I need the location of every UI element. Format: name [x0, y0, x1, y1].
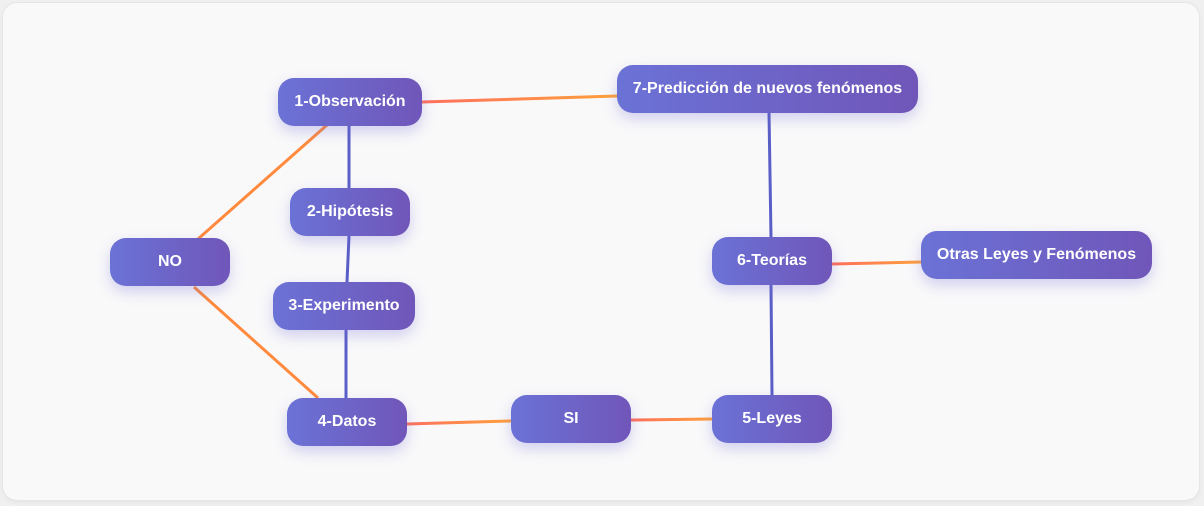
node-teorias[interactable]: 6-Teorías: [712, 237, 832, 285]
node-experimento[interactable]: 3-Experimento: [273, 282, 415, 330]
edge-si-leyes: [630, 417, 713, 422]
node-hipotesis[interactable]: 2-Hipótesis: [290, 188, 410, 236]
edge-no-datos: [192, 285, 320, 400]
edge-datos-si: [406, 419, 512, 426]
node-observacion[interactable]: 1-Observación: [278, 78, 422, 126]
node-prediccion[interactable]: 7-Predicción de nuevos fenómenos: [617, 65, 918, 113]
edge-observacion-prediccion: [421, 94, 618, 104]
node-leyes[interactable]: 5-Leyes: [712, 395, 832, 443]
edge-teorias-otras: [831, 260, 922, 266]
edge-no-observacion: [197, 123, 328, 241]
edge-hipotesis-experimento: [345, 235, 351, 283]
node-datos[interactable]: 4-Datos: [287, 398, 407, 446]
edge-leyes-teorias: [769, 284, 774, 396]
node-no[interactable]: NO: [110, 238, 230, 286]
node-si[interactable]: SI: [511, 395, 631, 443]
node-otras-leyes[interactable]: Otras Leyes y Fenómenos: [921, 231, 1152, 279]
edge-teorias-prediccion: [767, 112, 773, 238]
